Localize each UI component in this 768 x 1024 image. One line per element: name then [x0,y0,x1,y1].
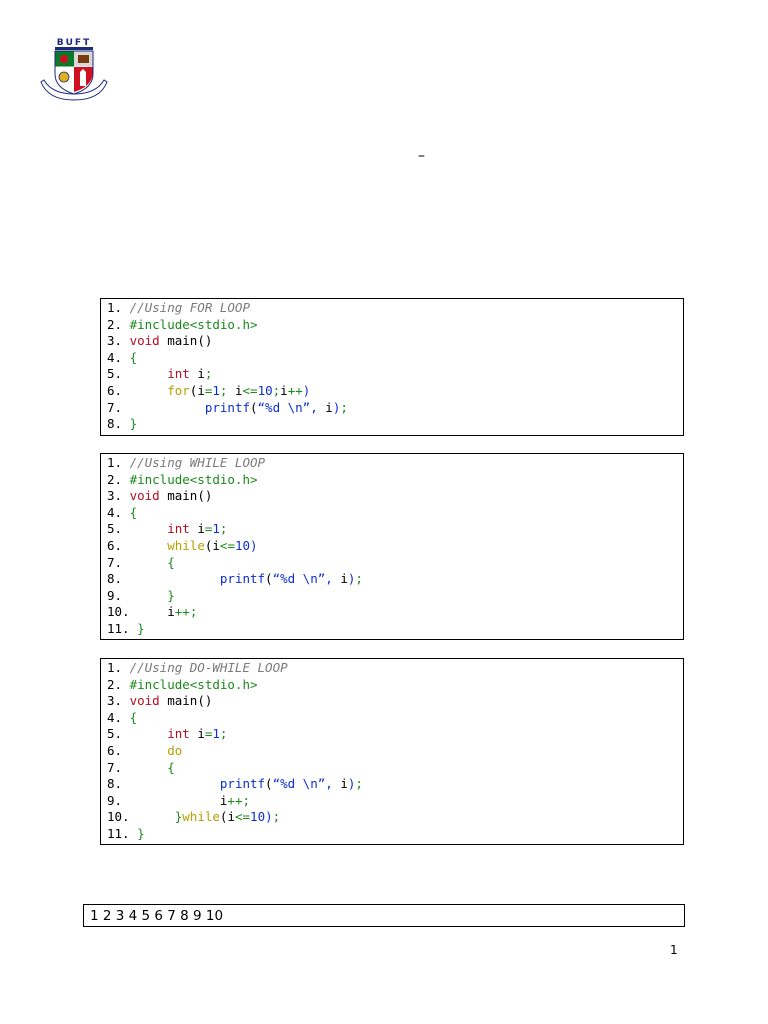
code-line: 8. } [107,416,677,433]
line-number: 9. [107,587,130,603]
code-line: 6. do [107,743,677,760]
line-code: void main() [129,488,213,504]
code-line: 1. //Using FOR LOOP [107,300,677,317]
code-line: 6. while(i<=10) [107,538,677,555]
code-line: 4. { [107,505,677,522]
line-number: 3. [107,693,130,709]
line-number: 11. [107,825,138,841]
line-number: 1. [107,660,130,675]
line-number: 2. [107,316,130,332]
line-number: 6. [107,742,130,758]
line-number: 4. [107,349,130,365]
code-line: 3. void main() [107,333,677,350]
line-code: { [129,709,138,725]
line-number: 5. [107,366,130,382]
line-code: { [167,554,175,570]
code-line: 2. #include<stdio.h> [107,677,677,694]
line-code: }while(i<=10); [174,809,281,825]
line-number: 6. [107,537,130,553]
line-code: //Using DO-WHILE LOOP [129,660,288,675]
code-line: 4. { [107,350,677,367]
line-number: 9. [107,792,130,808]
program-output: 1 2 3 4 5 6 7 8 9 10 [83,904,685,927]
line-code: } [137,620,145,636]
line-number: 2. [107,471,130,487]
line-number: 11. [107,620,138,636]
line-code: int i; [167,366,213,382]
line-number: 1. [107,455,130,470]
line-code: i++; [167,604,198,620]
line-number: 7. [107,759,130,775]
code-line: 10. }while(i<=10); [107,809,677,826]
line-number: 4. [107,504,130,520]
line-number: 4. [107,709,130,725]
code-line: 10. i++; [107,604,677,621]
code-line: 1. //Using DO-WHILE LOOP [107,660,677,677]
line-number: 10. [107,604,138,620]
line-code: void main() [129,693,213,709]
code-line: 4. { [107,710,677,727]
line-code: { [129,504,138,520]
code-line: 8. printf(“%d \n”, i); [107,776,677,793]
line-code: { [129,349,138,365]
code-line: 7. { [107,555,677,572]
page-number: 1 [670,943,678,957]
line-number: 10. [107,809,138,825]
code-line: 1. //Using WHILE LOOP [107,455,677,472]
line-code: { [167,759,175,775]
code-line: 2. #include<stdio.h> [107,317,677,334]
code-line: 9. i++; [107,793,677,810]
line-number: 2. [107,676,130,692]
line-code: for(i=1; i<=10;i++) [167,382,311,398]
line-code: printf(“%d \n”, i); [204,399,348,415]
line-number: 7. [107,399,130,415]
code-line: 5. int i=1; [107,521,677,538]
buft-logo: BUFT [40,38,108,101]
line-number: 3. [107,333,130,349]
line-number: 8. [107,776,130,792]
line-code: int i=1; [167,726,228,742]
line-code: //Using FOR LOOP [129,300,250,315]
line-code: } [167,587,175,603]
line-code: while(i<=10) [167,537,258,553]
line-code: i++; [219,792,251,808]
code-line: 9. } [107,588,677,605]
line-code: #include<stdio.h> [129,676,258,692]
code-line: 8. printf(“%d \n”, i); [107,571,677,588]
line-code: #include<stdio.h> [129,316,258,332]
line-code: printf(“%d \n”, i); [219,571,363,587]
line-number: 5. [107,726,130,742]
header-dash: – [418,148,425,164]
line-code: printf(“%d \n”, i); [219,776,363,792]
line-number: 7. [107,554,130,570]
line-code: void main() [129,333,213,349]
line-code: do [167,742,183,758]
line-number: 3. [107,488,130,504]
code-line: 5. int i; [107,366,677,383]
code-line: 2. #include<stdio.h> [107,472,677,489]
line-number: 1. [107,300,130,315]
line-code: } [137,825,145,841]
line-number: 6. [107,382,130,398]
code-line: 6. for(i=1; i<=10;i++) [107,383,677,400]
code-line: 3. void main() [107,488,677,505]
line-code: //Using WHILE LOOP [129,455,266,470]
line-number: 8. [107,571,130,587]
code-line: 11. } [107,826,677,843]
code-line: 5. int i=1; [107,726,677,743]
line-code: #include<stdio.h> [129,471,258,487]
line-number: 5. [107,521,130,537]
code-line: 3. void main() [107,693,677,710]
line-code: } [129,416,138,432]
code-line: 7. { [107,760,677,777]
line-code: int i=1; [167,521,228,537]
code-line: 11. } [107,621,677,638]
line-number: 8. [107,416,130,432]
code-line: 7. printf(“%d \n”, i); [107,400,677,417]
logo-text: BUFT [57,38,91,48]
